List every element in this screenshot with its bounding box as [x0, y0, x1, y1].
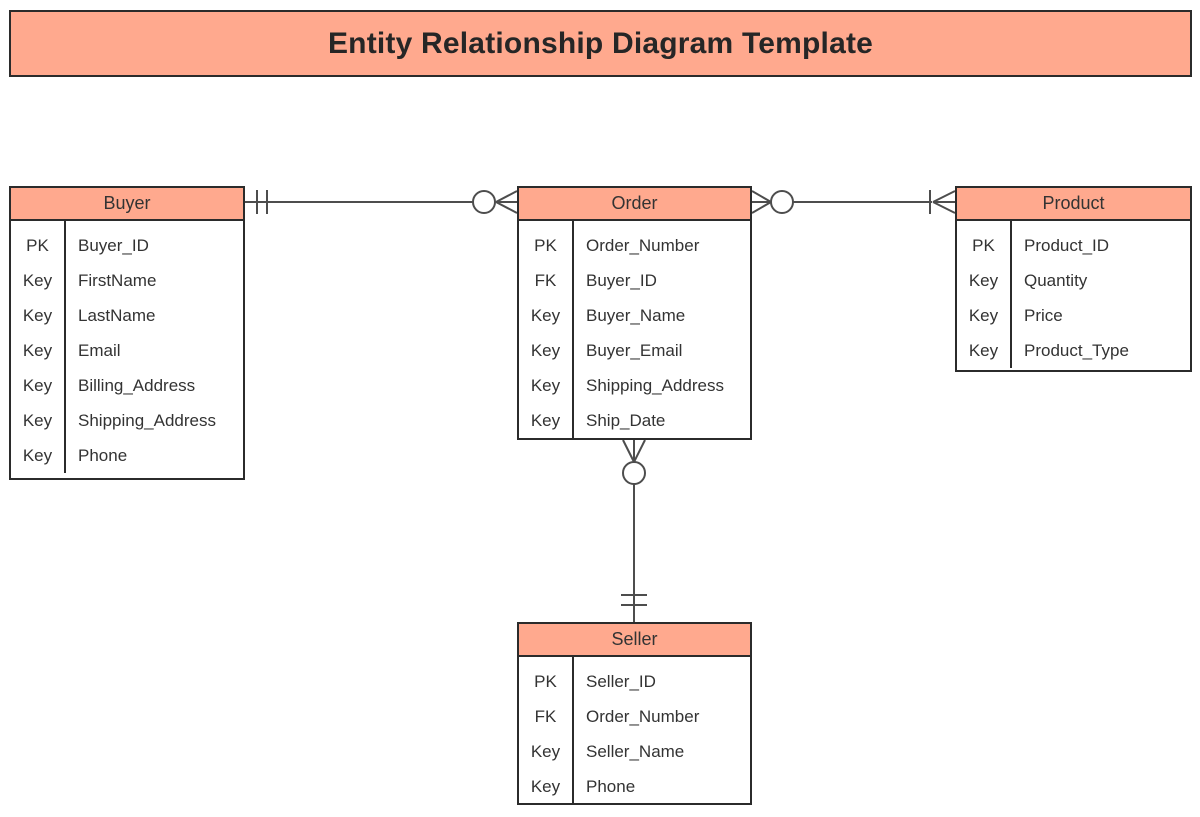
attribute-name: Ship_Date	[586, 411, 666, 430]
attribute-key: Key	[22, 411, 53, 430]
attribute-name: Buyer_ID	[586, 271, 657, 290]
attribute-name: Buyer_Email	[586, 341, 683, 360]
entity-product: Product PK Product_ID Key Quantity Key P…	[955, 186, 1192, 372]
attribute-key: Key	[22, 306, 53, 325]
attribute-key: Key	[22, 446, 53, 465]
attribute-key: Key	[530, 411, 561, 430]
attribute-key: Key	[530, 376, 561, 395]
attribute-name: Quantity	[1024, 271, 1088, 290]
one-and-only-one-notation-icon	[256, 190, 268, 214]
attribute-name: Buyer_Name	[586, 306, 686, 325]
relationship-buyer-order	[245, 190, 518, 214]
attribute-key: Key	[530, 742, 561, 761]
entity-order-body: PK Order_Number FK Buyer_ID Key Buyer_Na…	[519, 221, 750, 438]
attribute-key: PK	[26, 236, 49, 255]
entity-seller-body: PK Seller_ID FK Order_Number Key Seller_…	[519, 657, 750, 804]
attribute-key: Key	[22, 376, 53, 395]
entity-product-body: PK Product_ID Key Quantity Key Price Key…	[957, 221, 1190, 368]
attribute-key: FK	[534, 707, 557, 726]
attribute-key: Key	[530, 341, 561, 360]
one-or-many-notation-icon	[929, 190, 956, 214]
attribute-name: Order_Number	[586, 236, 700, 255]
entity-seller-header: Seller	[519, 624, 750, 657]
attribute-name: Email	[78, 341, 121, 360]
attribute-key: Key	[968, 341, 999, 360]
attribute-key: Key	[530, 777, 561, 796]
entity-product-header: Product	[957, 188, 1190, 221]
zero-or-many-notation-icon	[622, 439, 646, 485]
zero-or-many-notation-icon	[751, 190, 794, 214]
entity-seller-title: Seller	[611, 629, 658, 649]
attribute-key: PK	[534, 236, 557, 255]
entity-buyer-header: Buyer	[11, 188, 243, 221]
attribute-key: PK	[534, 672, 557, 691]
entity-order-header: Order	[519, 188, 750, 221]
relationship-order-product	[751, 190, 956, 214]
attribute-key: FK	[534, 271, 557, 290]
entity-order: Order PK Order_Number FK Buyer_ID Key Bu…	[517, 186, 752, 440]
attribute-name: Order_Number	[586, 707, 700, 726]
attribute-name: Seller_ID	[586, 672, 656, 691]
one-and-only-one-notation-icon	[621, 594, 647, 606]
attribute-name: LastName	[78, 306, 156, 325]
entity-seller: Seller PK Seller_ID FK Order_Number Key …	[517, 622, 752, 805]
entity-buyer-body: PK Buyer_ID Key FirstName Key LastName K…	[11, 221, 243, 473]
attribute-key: Key	[968, 271, 999, 290]
zero-or-many-notation-icon	[472, 190, 518, 214]
attribute-name: Phone	[78, 446, 128, 465]
entity-buyer: Buyer PK Buyer_ID Key FirstName Key Last…	[9, 186, 245, 480]
diagram-title: Entity Relationship Diagram Template	[327, 26, 874, 60]
attribute-key: Key	[22, 341, 53, 360]
attribute-name: Shipping_Address	[78, 411, 216, 430]
attribute-name: Phone	[586, 777, 636, 796]
relationship-order-seller	[621, 439, 647, 622]
entity-buyer-title: Buyer	[103, 193, 151, 213]
attribute-name: Product_ID	[1024, 236, 1110, 255]
attribute-key: Key	[530, 306, 561, 325]
attribute-name: Seller_Name	[586, 742, 685, 761]
title-banner: Entity Relationship Diagram Template	[9, 10, 1192, 77]
attribute-name: Price	[1024, 306, 1063, 325]
attribute-name: Buyer_ID	[78, 236, 149, 255]
attribute-name: Billing_Address	[78, 376, 196, 395]
attribute-name: Product_Type	[1024, 341, 1129, 360]
attribute-key: Key	[22, 271, 53, 290]
attribute-name: Shipping_Address	[586, 376, 724, 395]
entity-order-title: Order	[611, 193, 658, 213]
attribute-key: Key	[968, 306, 999, 325]
attribute-name: FirstName	[78, 271, 157, 290]
attribute-key: PK	[972, 236, 995, 255]
entity-product-title: Product	[1042, 193, 1105, 213]
